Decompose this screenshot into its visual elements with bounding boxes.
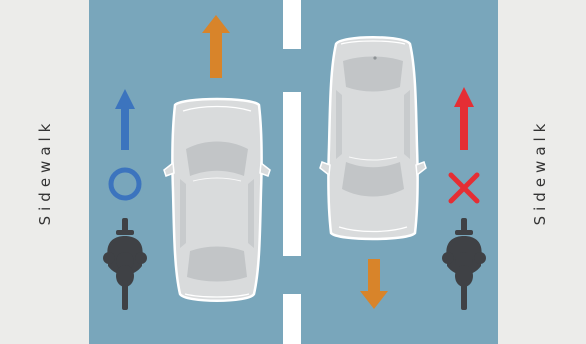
left-car (164, 99, 270, 301)
right-car (320, 37, 426, 239)
